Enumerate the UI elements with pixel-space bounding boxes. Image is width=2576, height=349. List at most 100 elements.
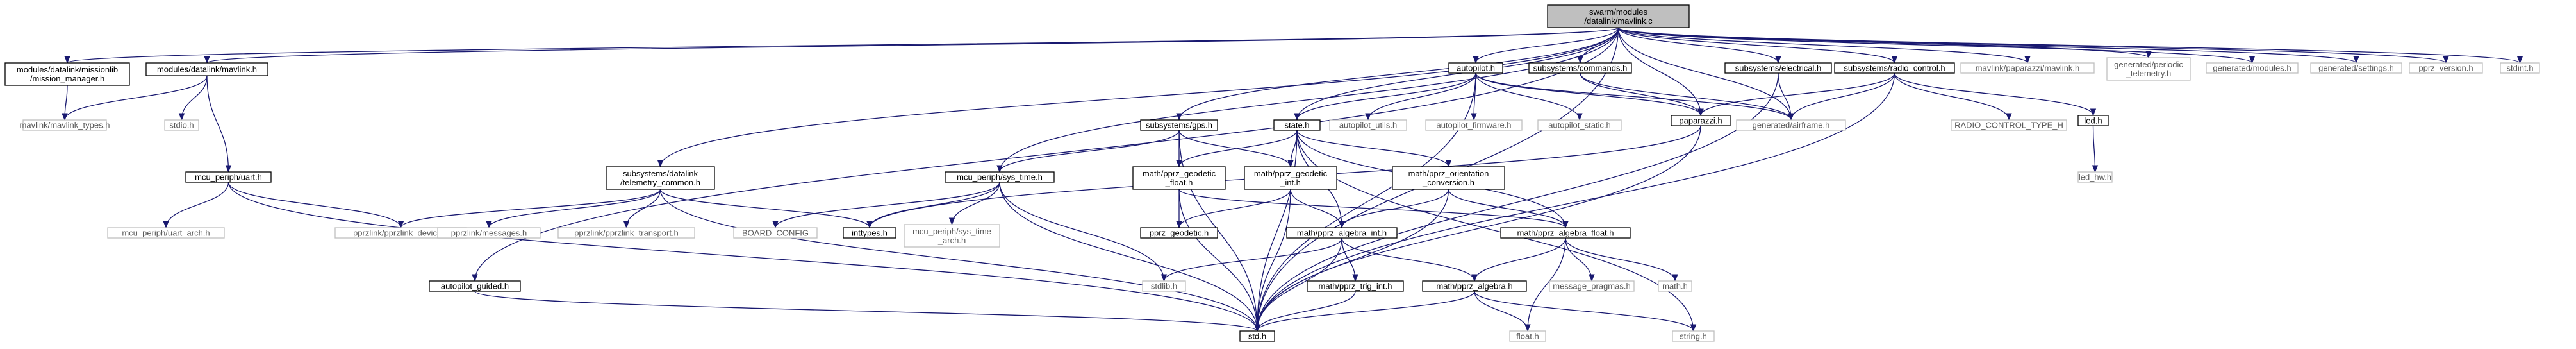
- graph-node-label: swarm/modules: [1589, 7, 1648, 17]
- edge-led-to-led_hw: [2092, 125, 2099, 173]
- edge-mavlink_h-to-mavlink_types: [62, 75, 208, 121]
- graph-node-commands[interactable]: subsystems/commands.h: [1528, 62, 1632, 74]
- graph-node-orient_conv[interactable]: math/pprz_orientation_conversion.h: [1392, 166, 1505, 190]
- graph-node-box: [4, 62, 130, 86]
- graph-node-box: [1132, 166, 1226, 190]
- edge-sys_time-to-sys_time_arch: [948, 182, 1000, 226]
- graph-node-label: stdio.h: [169, 121, 194, 130]
- graph-node-box: [1658, 280, 1692, 292]
- graph-node-label: math/pprz_geodetic: [1143, 169, 1216, 178]
- graph-node-ms_manager[interactable]: modules/datalink/missionlib/mission_mana…: [4, 62, 130, 86]
- edge-root-to-sys_time: [996, 27, 1619, 173]
- graph-node-alg_float[interactable]: math/pprz_algebra_float.h: [1500, 227, 1631, 239]
- graph-node-box: [606, 166, 715, 190]
- graph-node-autopilot[interactable]: autopilot.h: [1448, 62, 1503, 74]
- edge-uart-to-pprzlink_device: [227, 182, 404, 229]
- graph-node-string_h: string.h: [1672, 330, 1715, 342]
- graph-node-electrical[interactable]: subsystems/electrical.h: [1724, 62, 1832, 74]
- edge-alg_int-to-std: [1254, 237, 1342, 332]
- graph-node-label: math/pprz_algebra_int.h: [1297, 228, 1387, 238]
- graph-node-box: [557, 227, 695, 239]
- edge-radio_control-to-led: [1894, 72, 2097, 117]
- graph-node-box: [1537, 119, 1622, 131]
- graph-node-label: math/pprz_geodetic: [1254, 169, 1328, 178]
- graph-node-box: [1951, 119, 2067, 131]
- graph-node-label: _telemetry.h: [2126, 69, 2172, 78]
- edge-tele_common-to-std: [659, 189, 1260, 332]
- edge-orient_conv-to-alg_int: [1339, 189, 1449, 229]
- edge-root-to-paparazzi: [1617, 27, 1704, 117]
- edge-pprz_algebra-to-float_h: [1474, 291, 1531, 332]
- edge-root-to-tele_common: [657, 27, 1619, 168]
- edge-gps-to-sys_time: [996, 130, 1180, 173]
- graph-node-label: mavlink/mavlink_types.h: [20, 121, 110, 130]
- graph-node-radio_type: RADIO_CONTROL_TYPE_H: [1951, 119, 2067, 131]
- graph-node-label: generated/modules.h: [2213, 64, 2291, 73]
- graph-node-label: autopilot_guided.h: [441, 282, 509, 291]
- edge-root-to-gen_modules: [1617, 27, 2255, 64]
- graph-node-sys_time[interactable]: mcu_periph/sys_time.h: [945, 171, 1055, 183]
- edge-radio_control-to-gen_airframe: [1788, 72, 1895, 121]
- edge-geo_float-to-alg_float: [1178, 189, 1569, 229]
- graph-node-box: [22, 119, 107, 131]
- edge-geo_int-to-pprz_geodetic: [1176, 189, 1291, 229]
- edge-sys_time-to-std: [999, 182, 1260, 332]
- edge-state-to-std: [1254, 130, 1298, 332]
- graph-node-pprz_geodetic[interactable]: pprz_geodetic.h: [1140, 227, 1218, 239]
- graph-node-label: math/pprz_trig_int.h: [1319, 282, 1392, 291]
- graph-node-label: inttypes.h: [852, 228, 888, 238]
- graph-node-box: [1244, 166, 1337, 190]
- graph-node-label: generated/settings.h: [2318, 64, 2394, 73]
- graph-node-uart[interactable]: mcu_periph/uart.h: [185, 171, 272, 183]
- edge-autopilot-to-gen_airframe: [1475, 72, 1794, 121]
- graph-node-mavlink_h[interactable]: modules/datalink/mavlink.h: [145, 62, 268, 76]
- graph-node-geo_int[interactable]: math/pprz_geodetic_int.h: [1244, 166, 1337, 190]
- graph-node-pprz_algebra[interactable]: math/pprz_algebra.h: [1422, 280, 1527, 292]
- edge-autopilot-to-autopilot_firmware: [1471, 72, 1477, 121]
- edge-pprz_algebra-to-string_h: [1474, 291, 1697, 332]
- edge-commands-to-gen_airframe: [1580, 72, 1794, 121]
- graph-node-box: [1724, 62, 1832, 74]
- graph-node-geo_float[interactable]: math/pprz_geodetic_float.h: [1132, 166, 1226, 190]
- graph-node-box: [1736, 119, 1846, 131]
- graph-node-trig_int[interactable]: math/pprz_trig_int.h: [1307, 280, 1404, 292]
- edge-alg_int-to-pprz_algebra: [1341, 237, 1478, 282]
- edge-uart-to-std: [227, 182, 1260, 332]
- graph-node-autopilot_firmware: autopilot_firmware.h: [1425, 119, 1523, 131]
- graph-node-box: [1239, 330, 1275, 342]
- graph-node-box: [1671, 115, 1731, 126]
- graph-node-tele_common[interactable]: subsystems/datalink/telemetry_common.h: [606, 166, 715, 190]
- graph-node-box: [843, 227, 896, 239]
- edge-alg_int-to-trig_int: [1341, 237, 1358, 282]
- graph-node-label: subsystems/gps.h: [1146, 121, 1212, 130]
- edge-autopilot-to-autopilot_utils: [1365, 72, 1476, 121]
- graph-node-label: generated/periodic: [2114, 60, 2183, 69]
- graph-node-inttypes[interactable]: inttypes.h: [843, 227, 896, 239]
- graph-node-autopilot_guided[interactable]: autopilot_guided.h: [429, 280, 521, 292]
- graph-node-label: pprzlink/pprzlink_transport.h: [574, 228, 679, 238]
- edge-root-to-autopilot: [1473, 27, 1619, 64]
- graph-node-root[interactable]: swarm/modules/datalink/mavlink.c: [1547, 4, 1690, 28]
- edge-commands-to-paparazzi: [1580, 72, 1704, 117]
- graph-node-paparazzi[interactable]: paparazzi.h: [1671, 115, 1731, 126]
- graph-node-radio_control[interactable]: subsystems/radio_control.h: [1834, 62, 1955, 74]
- graph-node-led[interactable]: led.h: [2077, 115, 2109, 126]
- edge-root-to-state: [1294, 27, 1619, 121]
- edge-root-to-stdint: [1617, 27, 2523, 64]
- edge-root-to-autopilot_guided: [472, 27, 1619, 282]
- edge-root-to-mav_paparazzi: [1617, 27, 2031, 64]
- graph-node-box: [1422, 280, 1527, 292]
- graph-node-state[interactable]: state.h: [1273, 119, 1321, 131]
- graph-node-std[interactable]: std.h: [1239, 330, 1275, 342]
- graph-node-alg_int[interactable]: math/pprz_algebra_int.h: [1286, 227, 1398, 239]
- graph-node-gen_periodic: generated/periodic_telemetry.h: [2106, 57, 2191, 81]
- edge-orient_conv-to-alg_float: [1448, 189, 1569, 229]
- graph-node-gen_modules: generated/modules.h: [2206, 62, 2299, 74]
- graph-node-label: mcu_periph/uart_arch.h: [122, 228, 210, 238]
- edge-sys_time-to-board_config: [772, 182, 1000, 229]
- graph-node-math_h: math.h: [1658, 280, 1692, 292]
- graph-node-gps[interactable]: subsystems/gps.h: [1140, 119, 1218, 131]
- graph-node-label: RADIO_CONTROL_TYPE_H: [1954, 121, 2063, 130]
- graph-node-box: [2409, 62, 2483, 74]
- graph-node-pprzlink_transport: pprzlink/pprzlink_transport.h: [557, 227, 695, 239]
